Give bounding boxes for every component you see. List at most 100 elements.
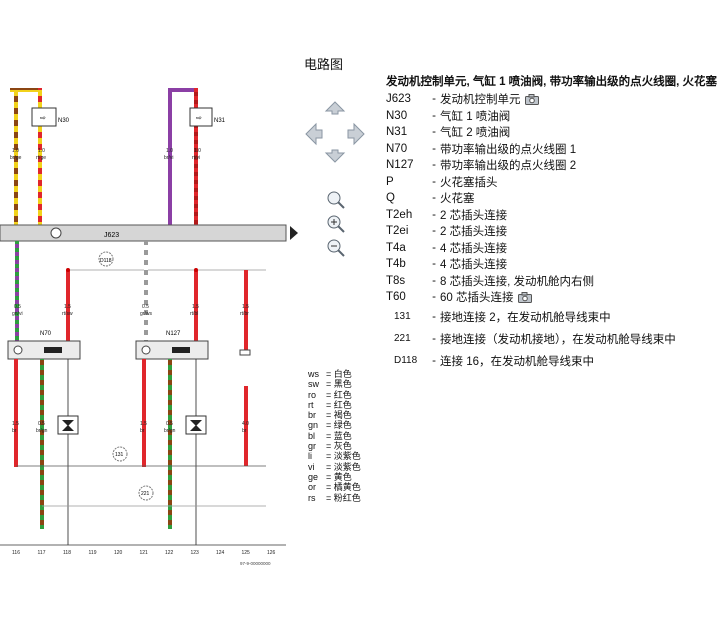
legend-desc: 4 芯插头连接 [440,242,508,255]
j623-label: J623 [104,232,119,239]
upper-wire-labels: 1.0 br/ge 1.0 rt/ge 1.0 br/vi 1.0 rt/vi [10,148,201,161]
color-name: 红色 [333,389,352,400]
view-controls [305,101,365,257]
legend-desc: 4 芯插头连接 [440,259,508,272]
color-code: gr [308,441,317,452]
lower-wires [15,241,266,350]
color-eq: = [326,389,334,400]
svg-text:rt/bl: rt/bl [190,311,198,317]
camera-icon[interactable] [524,93,539,105]
svg-text:br/gn: br/gn [36,428,48,434]
legend-dash: - [432,109,436,122]
grid-number: 117 [38,550,46,556]
ground-131: 131 [112,446,128,462]
legend-desc: 火花塞插头 [440,176,498,189]
svg-text:gn/vi: gn/vi [12,311,23,317]
component-legend: 发动机控制单元, 气缸 1 喷油阀, 带功率输出级的点火线圈, 火花塞 J623… [386,76,717,372]
grid-number: 121 [140,550,149,556]
legend-numbered-item: D118-连接 16，在发动机舱导线束中 [386,350,604,372]
legend-code: Q [386,192,395,205]
color-key-item: ge = 黄色 [308,472,361,482]
grid-number: 126 [267,550,276,556]
n31-label: N31 [214,118,226,124]
color-name: 绿色 [333,420,352,431]
legend-dash: - [432,208,436,221]
legend-code: N31 [386,126,408,139]
pan-down-icon[interactable] [324,149,346,163]
color-code: ge [308,471,319,482]
legend-code: T4a [386,241,406,254]
mid-wire-labels: 0.5gn/vi 1.5rt/sw 0.5gr/ws 1.5rt/bl 1.5r… [12,304,249,317]
legend-item: N70-带功率输出级的点火线圈 1 [386,141,604,158]
color-key-item: or= 橘黄色 [308,482,361,492]
legend-code: 221 [394,333,411,344]
legend-dash: - [432,274,436,287]
legend-code: J623 [386,93,411,106]
ground-221: 221 [138,485,154,501]
ignition-coil-n127: N127 [135,331,209,360]
lower-wire-labels: 1.5br 0.5br/gn 1.5br 0.5br/gn 4.0br [12,421,249,434]
grid-number: 124 [216,550,225,556]
svg-text:rt/sw: rt/sw [62,311,73,317]
svg-text:131: 131 [115,452,124,458]
svg-text:0.5: 0.5 [142,304,149,310]
svg-text:⇨: ⇨ [196,115,202,122]
color-name: 灰色 [333,441,352,452]
injector-n30: ⇨ N30 [10,88,70,228]
svg-text:rt/ge: rt/ge [36,155,46,161]
legend-code: T60 [386,291,406,304]
legend-code: D118 [394,355,418,366]
legend-desc: 带功率输出级的点火线圈 2 [440,160,577,173]
legend-item: T8s-8 芯插头连接, 发动机舱内右侧 [386,273,604,290]
color-name: 红色 [333,399,352,410]
svg-text:N70: N70 [40,331,52,337]
svg-text:0.5: 0.5 [14,304,21,310]
circuit-diagram: ⇨ N30 ⇨ N31 1.0 br/ge 1.0 rt/ge 1.0 br/v… [0,88,298,566]
zoom-fit-icon[interactable] [327,191,345,209]
legend-code: T2ei [386,225,409,238]
grid-number: 116 [12,550,20,556]
svg-text:rt/br: rt/br [240,311,249,317]
color-eq: = [326,441,334,452]
legend-dash: - [432,354,436,367]
color-eq: = [326,471,334,482]
legend-dash: - [432,175,436,188]
color-eq: = [326,420,334,431]
scroll-right-arrow[interactable] [290,226,298,240]
pan-up-icon[interactable] [324,101,346,115]
legend-dash: - [432,310,436,323]
svg-text:0.5: 0.5 [38,421,45,427]
color-eq: = [326,461,334,472]
color-name: 淡紫色 [333,451,361,462]
svg-text:br: br [12,428,17,434]
color-name: 黑色 [333,379,352,390]
legend-dash: - [432,332,436,345]
legend-desc: 带功率输出级的点火线圈 1 [440,143,577,156]
wire-color: br/ge [10,155,22,161]
pan-right-icon[interactable] [347,122,365,146]
svg-text:1.0: 1.0 [38,148,45,154]
legend-item: N30-气缸 1 喷油阀 [386,108,604,125]
arrow-icon: ⇨ [40,115,46,122]
legend-item: T60-60 芯插头连接 [386,289,604,306]
legend-dash: - [432,291,436,304]
legend-code: 131 [394,311,411,322]
legend-code: N30 [386,109,408,122]
legend-desc: 接地连接 2，在发动机舱导线束中 [440,311,611,324]
pan-left-icon[interactable] [305,122,323,146]
zoom-in-icon[interactable] [327,215,345,233]
svg-text:221: 221 [141,491,150,497]
zoom-out-icon[interactable] [327,239,345,257]
svg-text:1.0: 1.0 [194,148,201,154]
color-eq: = [326,430,334,441]
camera-icon[interactable] [517,291,532,303]
color-key-item: rs= 粉红色 [308,493,361,503]
legend-dash: - [432,93,436,106]
legend-desc: 火花塞 [440,193,475,206]
color-code: bl [308,430,316,441]
color-name: 黄色 [333,471,352,482]
ecu-bar: J623 [0,224,287,242]
color-name: 粉红色 [333,492,361,503]
color-key-item: sw= 黑色 [308,379,361,389]
